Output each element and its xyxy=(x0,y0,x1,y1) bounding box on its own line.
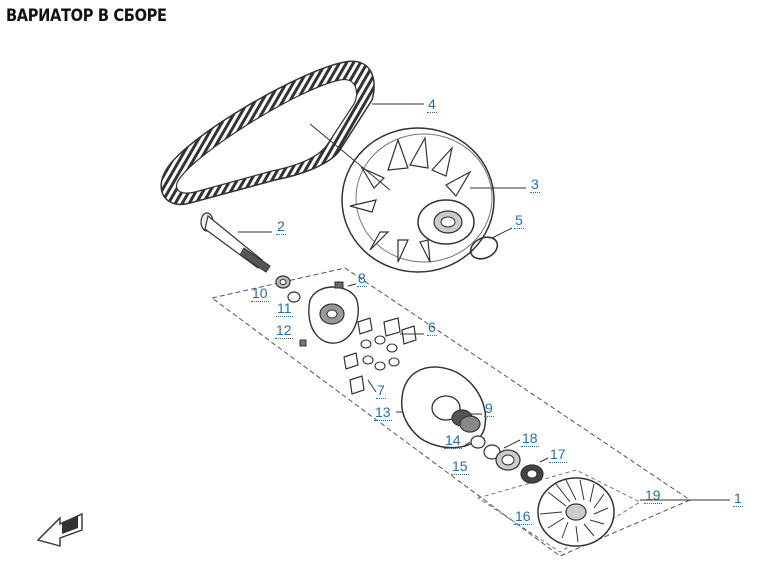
callout-14: 14 xyxy=(444,432,462,449)
callout-5: 5 xyxy=(514,212,524,229)
callout-10: 10 xyxy=(251,285,269,302)
callout-2: 2 xyxy=(276,218,286,235)
callout-15: 15 xyxy=(451,458,469,475)
nut xyxy=(275,275,291,289)
callout-19: 19 xyxy=(644,487,662,504)
leader-lines xyxy=(238,103,730,515)
slider-blocks xyxy=(343,317,417,395)
washer xyxy=(287,291,301,303)
callout-7: 7 xyxy=(376,382,386,399)
o-ring xyxy=(469,236,499,260)
callout-9: 9 xyxy=(484,400,494,417)
bolt xyxy=(200,212,271,273)
driven-pulley xyxy=(341,127,495,273)
callout-3: 3 xyxy=(530,176,540,193)
callout-12: 12 xyxy=(275,322,293,339)
spring-clip xyxy=(334,281,344,289)
seal-ring xyxy=(470,435,486,449)
page-title: ВАРИАТОР В СБОРЕ xyxy=(6,6,167,26)
callout-4: 4 xyxy=(427,96,437,113)
callout-13: 13 xyxy=(374,404,392,421)
callout-8: 8 xyxy=(357,270,367,287)
bearing xyxy=(520,464,544,484)
callout-18: 18 xyxy=(521,430,539,447)
spacer-small xyxy=(299,339,307,347)
ramp-plate xyxy=(308,286,359,344)
callout-6: 6 xyxy=(427,319,437,336)
callout-16: 16 xyxy=(514,508,532,525)
sleeve-bushing xyxy=(451,409,481,433)
hub-collar xyxy=(495,449,521,471)
callout-11: 11 xyxy=(276,300,293,317)
drive-belt xyxy=(160,60,375,206)
rollers xyxy=(360,335,400,371)
fan-pulley xyxy=(537,477,615,547)
front-arrow-icon xyxy=(36,512,83,547)
callout-17: 17 xyxy=(549,446,567,463)
callout-1: 1 xyxy=(733,490,743,507)
